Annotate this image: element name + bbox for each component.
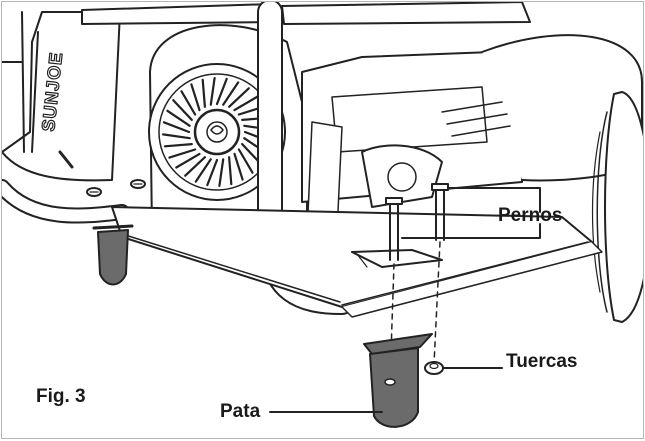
- fan-slot: [233, 152, 244, 181]
- fan-slot: [166, 109, 191, 127]
- alignment-guides: [389, 241, 441, 383]
- figure-caption: Fig. 3: [36, 386, 86, 407]
- frame-fasteners: [86, 179, 146, 197]
- fan-slot: [162, 121, 191, 134]
- fan-slot: [194, 158, 212, 183]
- recoil-starter: [148, 24, 308, 233]
- fan-slot: [184, 156, 206, 177]
- fan-slot: [172, 99, 193, 121]
- wheel: [591, 91, 643, 323]
- generator-housing: [2, 2, 531, 182]
- fan-slot: [218, 158, 225, 187]
- rubber-foot: [92, 224, 134, 286]
- fan-slot: [201, 78, 206, 108]
- fan-slot: [215, 77, 228, 106]
- engine-block: [301, 34, 643, 238]
- callout-nuts-label: Tuercas: [506, 351, 578, 372]
- fan-slot: [168, 148, 197, 159]
- fan-slot: [228, 87, 250, 108]
- fan-slot: [190, 83, 201, 112]
- fan-slot: [222, 81, 240, 106]
- fan-slot: [162, 133, 191, 140]
- leg: [363, 333, 433, 428]
- callout-leg-label: Pata: [220, 401, 261, 422]
- fan-slot: [163, 143, 193, 148]
- fan-slot: [233, 95, 259, 112]
- fan-slot: [180, 90, 197, 116]
- fan-slot: [206, 158, 219, 187]
- fan-slot: [175, 152, 201, 169]
- bolts: [385, 183, 449, 261]
- callout-bolts-label: Pernos: [498, 205, 563, 226]
- leader-lines: [269, 187, 541, 413]
- fan-slot: [228, 156, 233, 186]
- fan-slot: [237, 148, 254, 174]
- fan-slot: [209, 77, 216, 106]
- nut: [424, 361, 444, 375]
